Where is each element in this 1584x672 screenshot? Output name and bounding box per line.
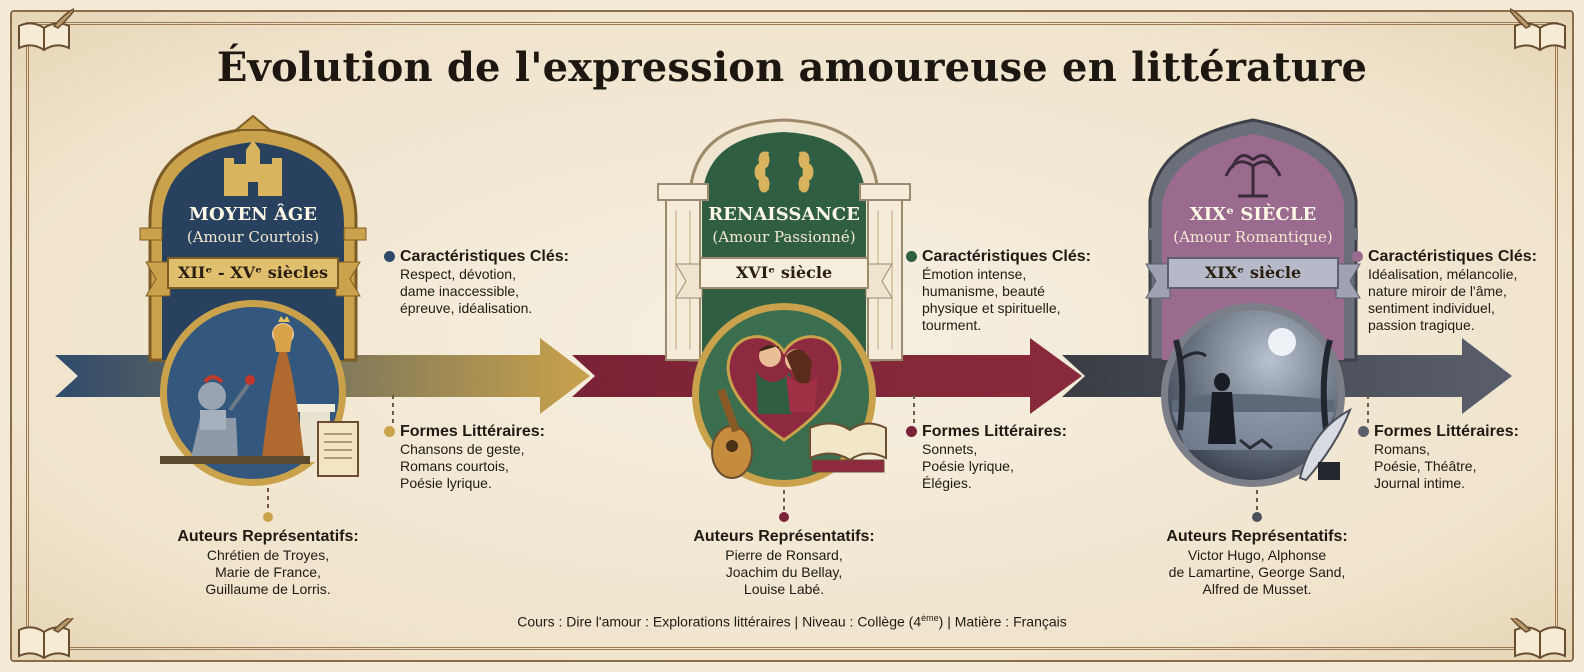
quill-and-ink-icon xyxy=(1298,407,1352,482)
page-title: Évolution de l'expression amoureuse en l… xyxy=(216,44,1368,91)
forms-renaissance: Formes Littéraires: Sonnets, Poésie lyri… xyxy=(906,423,1096,492)
characteristics-title: Caractéristiques Clés: xyxy=(922,248,1091,265)
authors-xix: Auteurs Représentatifs: Victor Hugo, Alp… xyxy=(1137,528,1377,598)
course-footer: Cours : Dire l'amour : Explorations litt… xyxy=(0,613,1584,630)
open-book-icon xyxy=(18,8,74,52)
authors-title: Auteurs Représentatifs: xyxy=(1166,528,1348,545)
open-book-icon xyxy=(1510,8,1566,52)
form-line: Romans, xyxy=(1374,441,1431,457)
forms-title: Formes Littéraires: xyxy=(400,423,545,440)
moonlit-lake-illustration xyxy=(1161,303,1352,487)
author-line: Guillaume de Lorris. xyxy=(205,581,331,597)
castle-icon xyxy=(224,140,282,196)
characteristic-line: sentiment individuel, xyxy=(1368,300,1495,316)
scroll-icon xyxy=(317,421,359,477)
form-line: Poésie, Théâtre, xyxy=(1374,458,1477,474)
form-line: Chansons de geste, xyxy=(400,441,525,457)
characteristic-line: dame inaccessible, xyxy=(400,283,520,299)
authors-title: Auteurs Représentatifs: xyxy=(177,528,359,545)
characteristic-line: nature miroir de l'âme, xyxy=(1368,283,1507,299)
characteristic-line: tourment. xyxy=(922,317,982,333)
era-subtitle-xix: (Amour Romantique) xyxy=(1173,228,1333,246)
era-name-renaissance: RENAISSANCE xyxy=(708,204,860,225)
authors-title: Auteurs Représentatifs: xyxy=(693,528,875,545)
date-banner-xix xyxy=(1145,257,1361,299)
connector-dot xyxy=(1252,512,1262,522)
footer-superscript: ème xyxy=(921,613,939,623)
characteristic-line: épreuve, idéalisation. xyxy=(400,300,533,316)
era-dates-xix: XIXᵉ siècle xyxy=(1204,263,1302,282)
bullet-dot xyxy=(906,251,917,262)
era-name-xix: XIXᵉ SIÈCLE xyxy=(1189,204,1317,225)
author-line: Pierre de Ronsard, xyxy=(725,547,843,563)
forms-title: Formes Littéraires: xyxy=(922,423,1067,440)
willow-tree-icon xyxy=(1224,154,1282,198)
author-line: Marie de France, xyxy=(215,564,321,580)
era-dates-moyen-age: XIIᵉ - XVᵉ siècles xyxy=(177,263,329,282)
era-subtitle-renaissance: (Amour Passionné) xyxy=(712,228,856,246)
connector-dot xyxy=(263,512,273,522)
era-arch-moyen-age xyxy=(139,114,367,362)
author-line: Chrétien de Troyes, xyxy=(206,547,330,563)
author-line: de Lamartine, George Sand, xyxy=(1168,564,1346,580)
form-line: Élégies. xyxy=(922,475,972,491)
bullet-dot xyxy=(1358,426,1369,437)
era-dates-renaissance: XVIᵉ siècle xyxy=(735,263,833,282)
era-subtitle-moyen-age: (Amour Courtois) xyxy=(186,228,320,246)
characteristics-xix: Caractéristiques Clés: Idéalisation, mél… xyxy=(1352,248,1552,334)
form-line: Romans courtois, xyxy=(400,458,509,474)
forms-title: Formes Littéraires: xyxy=(1374,423,1519,440)
characteristic-line: Émotion intense, xyxy=(922,266,1027,282)
open-book-icon xyxy=(1510,618,1566,660)
lovers-in-heart-illustration xyxy=(692,303,887,487)
footer-text: ) | Matière : Français xyxy=(938,613,1067,630)
connector-dot xyxy=(779,512,789,522)
bullet-dot xyxy=(384,426,395,437)
authors-moyen-age: Auteurs Représentatifs: Chrétien de Troy… xyxy=(148,528,388,598)
bullet-dot xyxy=(1352,251,1363,262)
date-banner-renaissance xyxy=(675,257,893,299)
author-line: Victor Hugo, Alphonse xyxy=(1187,547,1327,563)
bullet-dot xyxy=(906,426,917,437)
characteristic-line: physique et spirituelle, xyxy=(922,300,1061,316)
characteristic-line: Respect, dévotion, xyxy=(400,266,516,282)
characteristic-line: Idéalisation, mélancolie, xyxy=(1368,266,1518,282)
characteristics-title: Caractéristiques Clés: xyxy=(1368,248,1537,265)
characteristics-title: Caractéristiques Clés: xyxy=(400,248,569,265)
form-line: Journal intime. xyxy=(1374,475,1466,491)
era-arch-renaissance xyxy=(657,118,911,362)
form-line: Sonnets, xyxy=(922,441,978,457)
characteristics-renaissance: Caractéristiques Clés: Émotion intense, … xyxy=(906,248,1106,334)
forms-xix: Formes Littéraires: Romans, Poésie, Théâ… xyxy=(1358,423,1548,492)
author-line: Louise Labé. xyxy=(743,581,825,597)
authors-renaissance: Auteurs Représentatifs: Pierre de Ronsar… xyxy=(664,528,904,598)
footer-text: Cours : Dire l'amour : Explorations litt… xyxy=(517,613,922,630)
characteristic-line: humanisme, beauté xyxy=(922,283,1045,299)
open-book-icon xyxy=(809,422,887,473)
era-arch-xix xyxy=(1148,118,1358,362)
laurel-wreath-icon xyxy=(754,151,814,193)
date-banner-moyen-age xyxy=(145,257,361,297)
characteristics-moyen-age: Caractéristiques Clés: Respect, dévotion… xyxy=(384,248,574,317)
author-line: Joachim du Bellay, xyxy=(725,564,843,580)
era-name-moyen-age: MOYEN ÂGE xyxy=(189,204,317,225)
knight-and-lady-illustration xyxy=(160,300,359,486)
characteristic-line: passion tragique. xyxy=(1368,317,1475,333)
bullet-dot xyxy=(384,251,395,262)
forms-moyen-age: Formes Littéraires: Chansons de geste, R… xyxy=(384,423,574,492)
form-line: Poésie lyrique. xyxy=(400,475,492,491)
lute-icon xyxy=(711,388,753,479)
connector-lines xyxy=(267,395,1369,512)
author-line: Alfred de Musset. xyxy=(1202,581,1312,597)
open-book-icon xyxy=(18,618,74,660)
form-line: Poésie lyrique, xyxy=(922,458,1014,474)
